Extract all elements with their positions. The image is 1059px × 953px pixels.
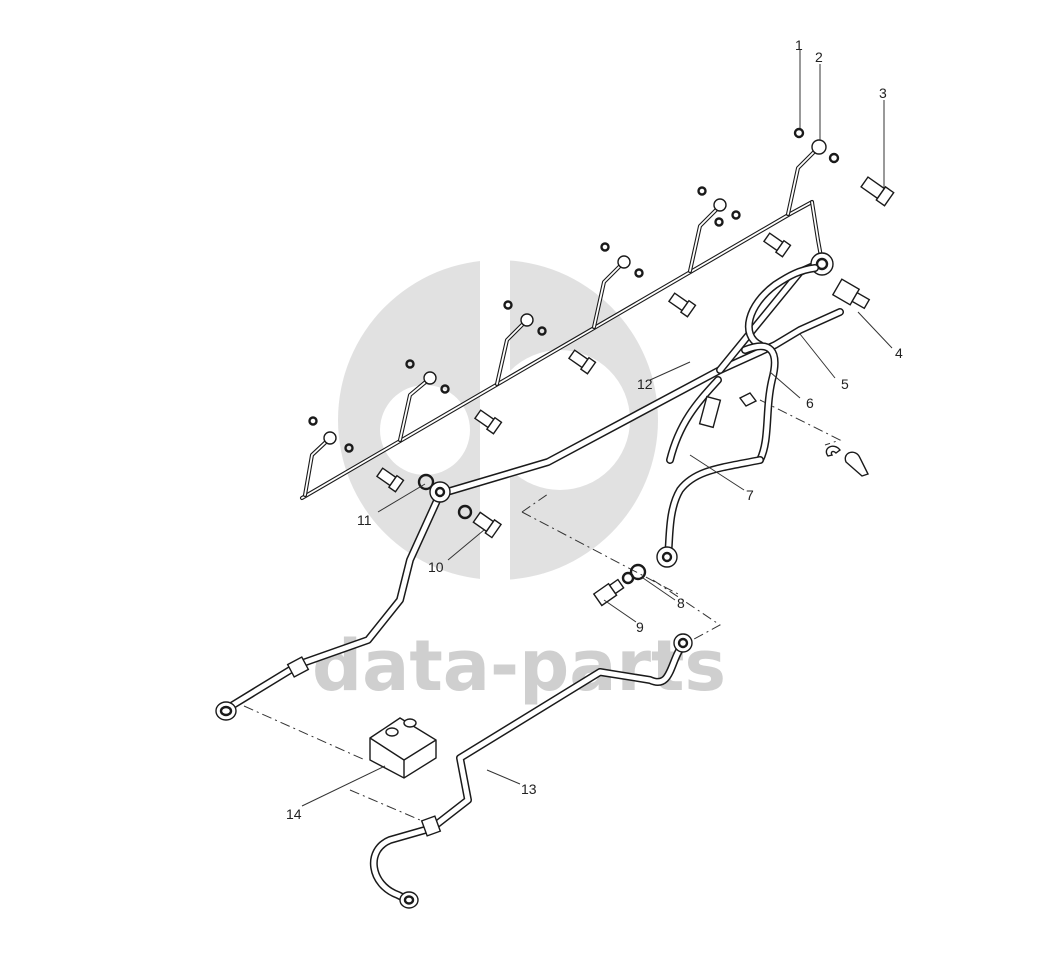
callout-8: 8	[677, 595, 685, 611]
callout-7: 7	[746, 487, 754, 503]
callout-13: 13	[521, 781, 537, 797]
callout-14: 14	[286, 806, 302, 822]
leader-lines	[301, 50, 893, 807]
callout-labels: 1 2 3 4 5 6 7 8 9 10 11 12 13 14	[286, 37, 903, 822]
leak-off-hoses	[656, 264, 869, 568]
fuel-pipe-13	[369, 633, 693, 909]
injector-fittings	[308, 127, 840, 453]
watermark-inner-left	[380, 385, 470, 475]
fuel-pipe-left	[215, 481, 451, 721]
callout-6: 6	[806, 395, 814, 411]
callout-4: 4	[895, 345, 903, 361]
callout-3: 3	[879, 85, 887, 101]
callout-12: 12	[637, 376, 653, 392]
watermark-inner-ring	[490, 350, 630, 490]
callout-10: 10	[428, 559, 444, 575]
callout-5: 5	[841, 376, 849, 392]
callout-2: 2	[815, 49, 823, 65]
hollow-screws	[375, 176, 895, 607]
callout-9: 9	[636, 619, 644, 635]
assembly-guides	[243, 399, 842, 821]
watermark-text: data-parts	[312, 625, 726, 707]
callout-1: 1	[795, 37, 803, 53]
callout-11: 11	[357, 512, 372, 528]
clamp-holder	[369, 717, 437, 779]
seal-rings	[417, 473, 647, 585]
